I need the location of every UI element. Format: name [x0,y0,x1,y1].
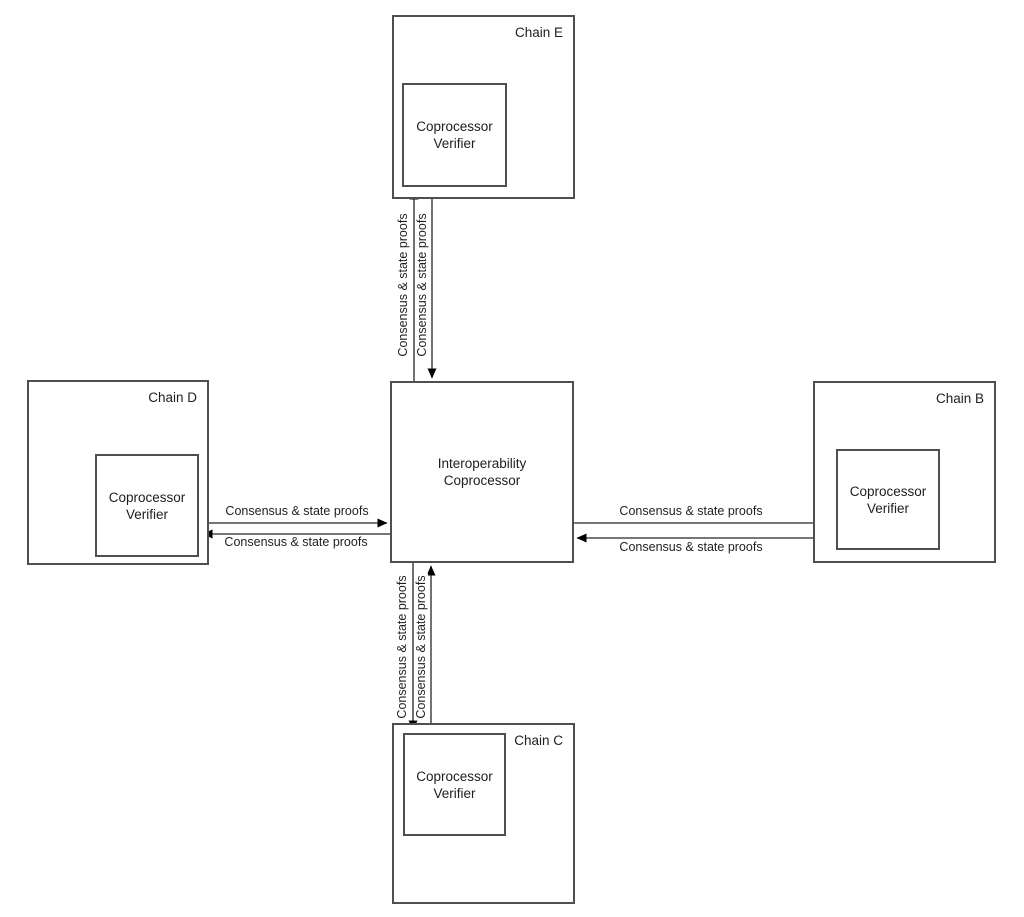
chain-b-box: Chain B Coprocessor Verifier [813,381,996,563]
chain-e-label: Chain E [514,25,563,40]
chain-e-verifier-label: Coprocessor Verifier [416,119,493,151]
chain-c-box: Chain C Coprocessor Verifier [392,723,575,904]
chain-b-verifier-box: Coprocessor Verifier [836,449,940,550]
edge-label-chainB-to-center: Consensus & state proofs [617,540,765,554]
interoperability-coprocessor-label: Interoperability Coprocessor [437,456,527,488]
chain-b-verifier-label: Coprocessor Verifier [849,483,927,516]
chain-c-verifier-label: Coprocessor Verifier [416,768,493,801]
chain-c-verifier-box: Coprocessor Verifier [403,733,506,836]
edge-label-center-to-chainB: Consensus & state proofs [617,504,765,518]
chain-d-verifier-box: Coprocessor Verifier [95,454,199,557]
edge-label-center-to-chainE: Consensus & state proofs [396,211,410,359]
edge-label-chainD-to-center: Consensus & state proofs [223,504,371,518]
edge-label-center-to-chainD: Consensus & state proofs [222,535,370,549]
chain-d-box: Chain D Coprocessor Verifier [27,380,209,565]
interoperability-coprocessor-box: Interoperability Coprocessor [390,381,574,563]
edge-label-chainC-to-center: Consensus & state proofs [414,573,428,721]
chain-d-label: Chain D [148,390,197,405]
chain-d-verifier-label: Coprocessor Verifier [108,489,186,522]
chain-e-verifier-box: Coprocessor Verifier [402,83,507,187]
edge-label-center-to-chainC: Consensus & state proofs [395,573,409,721]
chain-c-label: Chain C [514,733,563,748]
edge-label-chainE-to-center: Consensus & state proofs [415,211,429,359]
chain-e-box: Chain E Coprocessor Verifier [392,15,575,199]
chain-b-label: Chain B [935,391,984,406]
